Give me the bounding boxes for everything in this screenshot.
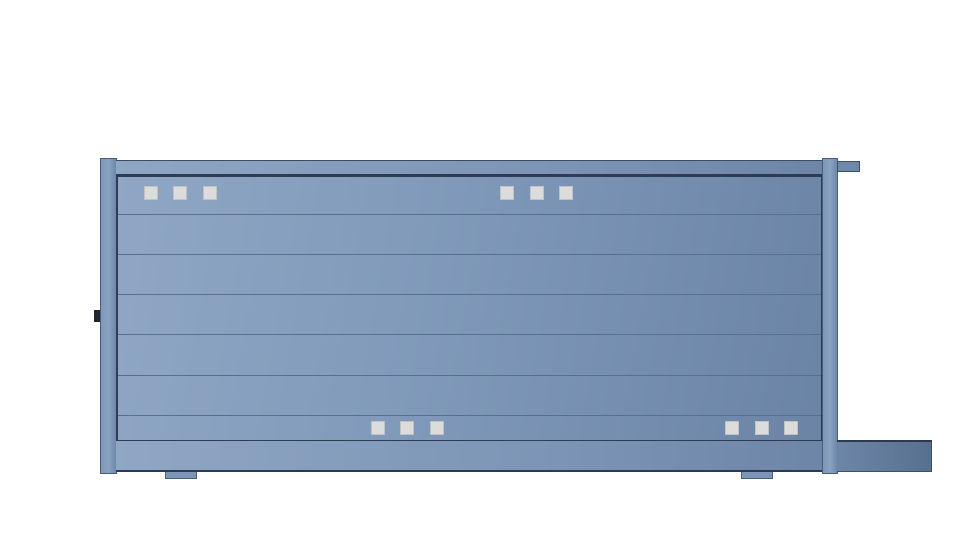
top-rail: [116, 160, 823, 176]
window-square: [173, 186, 187, 200]
bottom-rail: [116, 441, 823, 472]
tail-beam: [837, 440, 932, 472]
window-square: [430, 421, 444, 435]
window-square: [144, 186, 158, 200]
window-square: [203, 186, 217, 200]
window-square: [400, 421, 414, 435]
window-square: [784, 421, 798, 435]
wheel-left: [165, 472, 197, 479]
top-guide-arm: [837, 161, 860, 172]
window-square: [559, 186, 573, 200]
gate-panel: [116, 175, 823, 442]
window-square: [500, 186, 514, 200]
wheel-right: [741, 472, 773, 479]
right-post: [822, 158, 838, 474]
window-square: [371, 421, 385, 435]
latch-handle: [94, 310, 100, 322]
window-square: [755, 421, 769, 435]
window-square: [725, 421, 739, 435]
left-post: [100, 158, 117, 474]
window-square: [530, 186, 544, 200]
